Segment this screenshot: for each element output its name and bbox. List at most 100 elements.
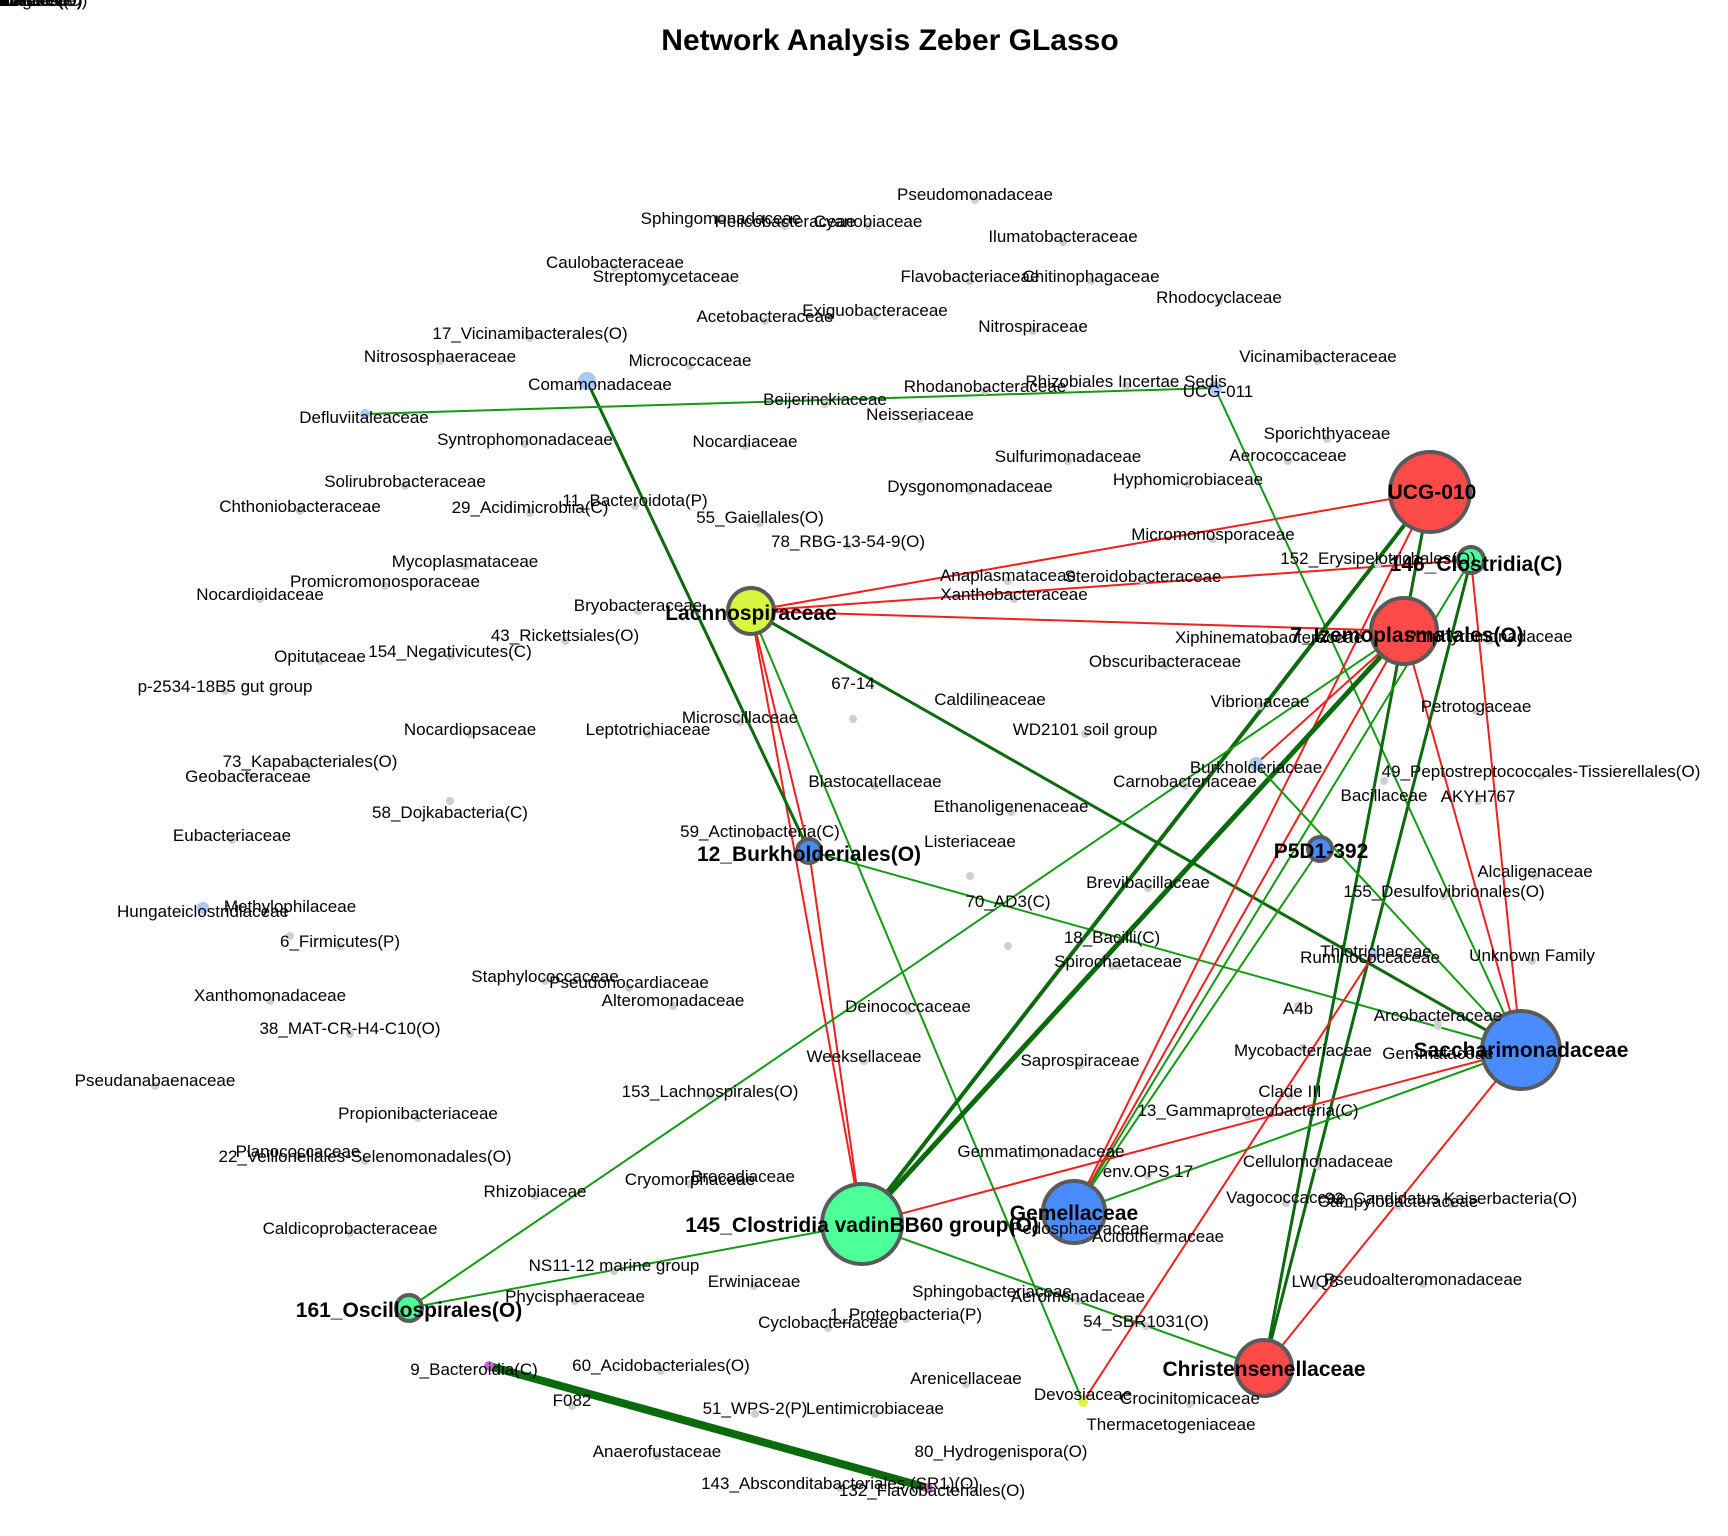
node-streptomycetaceae	[662, 277, 670, 285]
label-rhizobiaceae: Rhizobiaceae	[483, 1182, 586, 1201]
label-hyphomicrobiaceae: Hyphomicrobiaceae	[1113, 470, 1263, 489]
node-58-dojkabacteria-c	[446, 797, 454, 805]
label-saprospiraceae: Saprospiraceae	[1020, 1051, 1139, 1070]
label-erwiniaceae: Erwiniaceae	[708, 1272, 801, 1291]
node-mycobacteriaceae	[1299, 1044, 1307, 1052]
label-spirochaetaceae: Spirochaetaceae	[1054, 952, 1182, 971]
node-christensenellaceae	[1234, 1338, 1294, 1398]
label-153-lachnospirales-o: 153_Lachnospirales(O)	[622, 1082, 799, 1101]
node-gemmatimonadaceae	[1037, 1152, 1045, 1160]
node-acetobacteraceae	[761, 317, 769, 325]
node-saprospiraceae	[1076, 1062, 1084, 1070]
node-59-actinobacteria-c	[756, 832, 764, 840]
edge-saccha-gemell	[1073, 1049, 1522, 1213]
label-caldicoprobacteraceae: Caldicoprobacteraceae	[263, 1219, 438, 1238]
node-22-veillonellales-selenomonadales-o	[361, 1157, 369, 1165]
label-corynebacteriaceae: Corynebacteriaceae	[0, 0, 76, 10]
label-73-kapabacteriales-o: 73_Kapabacteriales(O)	[223, 752, 398, 771]
label-acidothermaceae: Acidothermaceae	[1092, 1227, 1224, 1246]
label-burkholderiaceae: Burkholderiaceae	[1190, 758, 1322, 777]
label-brocadiaceae: Brocadiaceae	[691, 1167, 795, 1186]
node-146-clostridia-c	[1456, 545, 1486, 575]
label-sphingobacteriaceae: Sphingobacteriaceae	[912, 1282, 1072, 1301]
label-brevibacillaceae: Brevibacillaceae	[1086, 873, 1210, 892]
node-145-clostridia-vadinbb60-group-o	[820, 1182, 904, 1266]
label-caldilineaceae: Caldilineaceae	[934, 690, 1046, 709]
node-9-bacteroidia-c	[484, 1361, 494, 1371]
label-49-peptostreptococcales-tissierellales-o: 49_Peptostreptococcales-Tissierellales(O…	[1382, 762, 1701, 781]
edge-clostridiaC-saccha	[1470, 559, 1522, 1051]
node-saccharimonadaceae	[1480, 1009, 1562, 1091]
node-brevibacillaceae	[1144, 884, 1152, 892]
hub-label-146-clostridia-c: 146_Clostridia(C)	[1390, 553, 1563, 576]
label-solirubrobacteraceae: Solirubrobacteraceae	[324, 472, 486, 491]
label-comamonadaceae: Comamonadaceae	[528, 375, 672, 394]
label-wd2101-soil-group: WD2101 soil group	[1013, 720, 1158, 739]
label-nitrospiraceae: Nitrospiraceae	[978, 317, 1088, 336]
node-ilumatobacteraceae	[1059, 238, 1067, 246]
label-xanthomonadaceae: Xanthomonadaceae	[194, 986, 346, 1005]
label-layer: PseudomonadaceaeSphingomonadaceaeHelicob…	[0, 0, 1700, 1500]
label-55-gaiellales-o: 55_Gaiellales(O)	[696, 508, 824, 527]
label-154-negativicutes-c: 154_Negativicutes(C)	[368, 642, 531, 661]
label-152-erysipelotrichales-o: 152_Erysipelotrichales(O)	[1280, 549, 1476, 568]
label-moraxellaceae: Moraxellaceae	[0, 0, 55, 10]
edge-ruminococcaceae-thermacetogeniaceae	[1082, 953, 1375, 1403]
label-unknown-family: Unknown Family	[1469, 946, 1595, 965]
node-sporichthyaceae	[1323, 435, 1331, 443]
node-p-2534-18b5-gut-group	[221, 687, 229, 695]
label-phycisphaeraceae: Phycisphaeraceae	[505, 1287, 645, 1306]
label-143-absconditabacteriales-sr1-o: 143_Absconditabacteriales (SR1)(O)	[701, 1474, 979, 1493]
edge-clostridiaC-gemell	[1073, 559, 1472, 1213]
node-pseudoalteromonadaceae	[1419, 1280, 1427, 1288]
edge-lachno-clostridia145	[750, 610, 863, 1225]
node-80-hydrogenispora-o	[997, 1452, 1005, 1460]
label-ruminococcaceae: Ruminococcaceae	[1300, 948, 1440, 967]
label-cellulomonadaceae: Cellulomonadaceae	[1243, 1152, 1393, 1171]
label-opitutaceae: Opitutaceae	[274, 647, 366, 666]
node-ns11-12-marine-group	[610, 1267, 618, 1275]
label-ethanoligenenaceae: Ethanoligenenaceae	[933, 797, 1088, 816]
edge-lachno-saccha	[749, 609, 1523, 1052]
label-gemmatimonadaceae: Gemmatimonadaceae	[957, 1142, 1124, 1161]
node-73-kapabacteriales-o	[306, 762, 314, 770]
label-29-acidimicrobiia-c: 29_Acidimicrobiia(C)	[452, 498, 609, 517]
label-exiguobacteraceae: Exiguobacteraceae	[802, 301, 948, 320]
label-132-flavobacteriales-o: 132_Flavobacteriales(O)	[839, 1481, 1025, 1500]
edge-ucg010-gemell	[1073, 491, 1431, 1213]
node-aeromonadaceae	[1074, 1297, 1082, 1305]
node-sphingobacteriaceae	[988, 1292, 996, 1300]
label-planococcaceae: Planococcaceae	[236, 1142, 361, 1161]
edge-ucg011-saccha	[1214, 387, 1522, 1051]
label-43-rickettsiales-o: 43_Rickettsiales(O)	[491, 626, 639, 645]
label-neisseriaceae: Neisseriaceae	[866, 405, 974, 424]
label-cryomorphaceae: Cryomorphaceae	[625, 1170, 755, 1189]
node-steroidobacteraceae	[1139, 577, 1147, 585]
node-p5d1-392	[1306, 835, 1334, 863]
node-gemmataceae	[1434, 1022, 1442, 1030]
node-ucg-011	[1208, 381, 1222, 395]
label-51-wps-2-p: 51_WPS-2(P)	[703, 1399, 808, 1418]
node-acidothermaceae	[1154, 1237, 1162, 1245]
node-comamonadaceae	[578, 372, 596, 390]
label-ns11-12-marine-group: NS11-12 marine group	[529, 1256, 700, 1275]
label-cyclobacteriaceae: Cyclobacteriaceae	[758, 1313, 898, 1332]
hub-label-gemellaceae: Gemellaceae	[1010, 1202, 1138, 1225]
label-14-lactobacillales-o: 14_Lactobacillales(O)	[0, 0, 82, 10]
label-staphylococcaceae: Staphylococcaceae	[471, 967, 618, 986]
label-60-acidobacteriales-o: 60_Acidobacteriales(O)	[572, 1356, 750, 1375]
label-eubacteriaceae: Eubacteriaceae	[173, 826, 291, 845]
node-caldicoprobacteraceae	[346, 1229, 354, 1237]
edge-burkh-clostridia145	[808, 850, 863, 1225]
node-7-izemoplasmatales-o	[1369, 596, 1439, 666]
node-anaplasmataceae	[1004, 577, 1012, 585]
node-nocardiaceae	[741, 442, 749, 450]
label-devosiaceae: Devosiaceae	[1034, 1385, 1132, 1404]
edge-izemo-oscillo	[408, 630, 1405, 1309]
label-mycoplasmataceae: Mycoplasmataceae	[392, 552, 538, 571]
label-defluviitaleaceae: Defluviitaleaceae	[299, 408, 428, 427]
node-70-ad3-c	[1004, 942, 1012, 950]
label-59-actinobacteria-c: 59_Actinobacteria(C)	[680, 822, 840, 841]
node-cyanobiaceae	[864, 222, 872, 230]
node-crocinitomicaceae	[1186, 1400, 1194, 1408]
